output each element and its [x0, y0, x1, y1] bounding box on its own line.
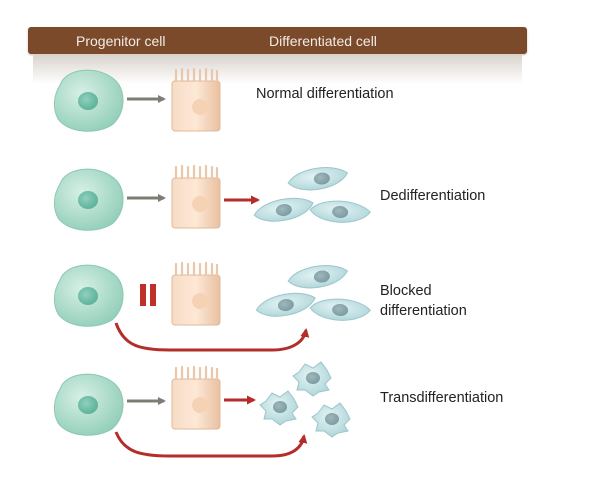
header-differentiated-label: Differentiated cell: [269, 33, 377, 49]
label-normal-differentiation: Normal differentiation: [256, 86, 394, 102]
differentiated-cell: [171, 261, 221, 326]
dedifferentiated-cell-cluster: [255, 265, 371, 321]
progenitor-cell: [53, 373, 124, 436]
label-transdifferentiation: Transdifferentiation: [380, 390, 504, 406]
row-transdifferentiation: [53, 361, 351, 458]
progenitor-cell: [53, 264, 124, 327]
row-normal-differentiation: [53, 67, 221, 132]
progenitor-cell: [53, 168, 124, 231]
dedifferentiated-cell-cluster: [253, 167, 371, 223]
header-bar: [28, 27, 527, 54]
label-blocked-differentiation-line2: differentiation: [380, 303, 467, 319]
arrow-red-bypass: [114, 431, 308, 458]
differentiated-cell: [171, 164, 221, 229]
block-symbol: [140, 284, 156, 306]
label-dedifferentiation: Dedifferentiation: [380, 188, 486, 204]
label-blocked-differentiation-line1: Blocked: [380, 283, 432, 299]
differentiated-cell: [171, 67, 221, 132]
progenitor-cell: [53, 69, 124, 132]
row-blocked-differentiation: [53, 261, 371, 352]
differentiated-cell: [171, 365, 221, 430]
transdifferentiated-cell-cluster: [259, 361, 351, 438]
row-dedifferentiation: [53, 164, 371, 231]
arrow-red-bypass: [114, 322, 310, 352]
header-progenitor-label: Progenitor cell: [76, 33, 166, 49]
